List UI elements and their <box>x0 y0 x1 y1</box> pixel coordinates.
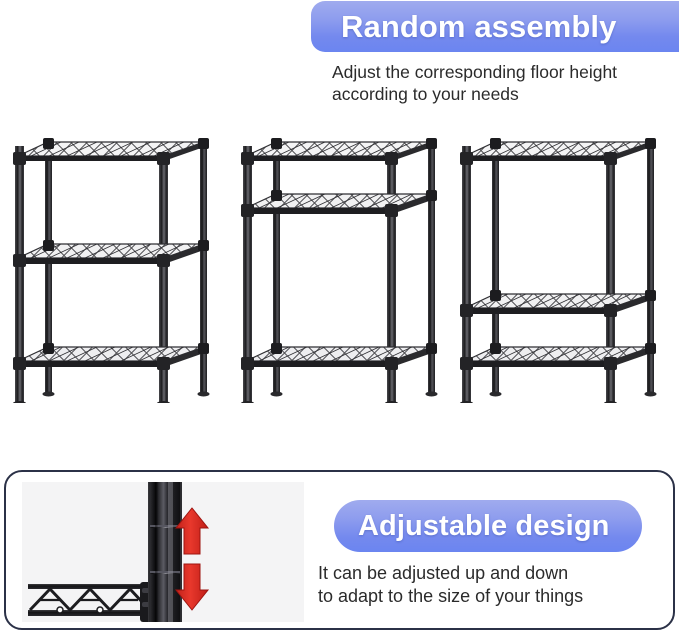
random-assembly-banner: Random assembly <box>311 1 679 52</box>
random-assembly-title: Random assembly <box>341 8 617 44</box>
down-arrow-glyph <box>174 563 210 611</box>
random-assembly-section: Random assembly Adjust the corresponding… <box>0 1 679 403</box>
up-arrow-glyph <box>174 507 210 555</box>
adjustable-design-banner: Adjustable design <box>334 500 642 552</box>
adjustable-design-title: Adjustable design <box>358 509 610 542</box>
shelving-units-row <box>0 128 679 403</box>
shelving-unit-3 <box>451 128 666 403</box>
shelving-unit-1 <box>4 128 219 403</box>
random-assembly-subtitle: Adjust the corresponding floor height ac… <box>332 62 618 104</box>
adjustable-post-closeup <box>22 482 304 622</box>
shelving-unit-2 <box>232 128 447 403</box>
adjustable-design-subtitle: It can be adjusted up and down to adapt … <box>318 563 584 606</box>
